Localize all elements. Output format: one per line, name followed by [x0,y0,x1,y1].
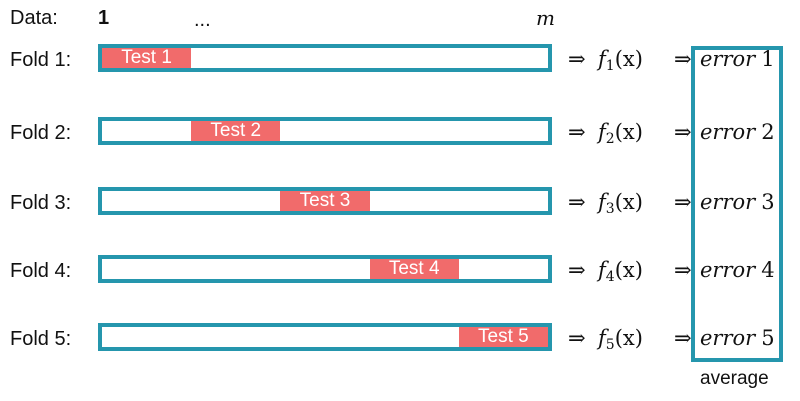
test-segment: Test 1 [102,48,192,68]
data-ellipsis: ... [194,9,211,31]
fold-data-bar: Test 5 [98,323,552,351]
function-argument: (x) [614,120,643,144]
error-word: error [700,190,756,214]
function-subscript: 2 [605,131,615,147]
error-number: 1 [761,47,775,71]
fold-data-bar: Test 2 [98,117,552,145]
test-segment: Test 4 [369,259,459,279]
test-segment: Test 2 [191,121,281,141]
test-segment: Test 5 [458,327,548,347]
fold-data-bar: Test 1 [98,44,552,72]
function-argument: (x) [614,258,643,282]
model-function: f1(x) [598,47,643,74]
fold-label: Fold 1: [10,49,72,71]
fold-label: Fold 5: [10,328,72,350]
implies-arrow: ⇒ [568,326,586,350]
implies-arrow: ⇒ [568,120,586,144]
implies-arrow: ⇒ [674,190,692,214]
error-word: error [700,326,756,350]
model-function: f4(x) [598,258,643,285]
data-end-index: m [536,6,555,30]
error-number: 3 [761,190,775,214]
model-function: f2(x) [598,120,643,147]
errors-group-box [691,46,783,362]
model-function: f3(x) [598,190,643,217]
fold-label: Fold 2: [10,122,72,144]
implies-arrow: ⇒ [568,190,586,214]
function-name: f [598,47,606,71]
function-subscript: 3 [605,201,615,217]
function-argument: (x) [614,326,643,350]
function-argument: (x) [614,47,643,71]
error-word: error [700,120,756,144]
implies-arrow: ⇒ [568,258,586,282]
function-name: f [598,190,606,214]
function-subscript: 4 [605,269,615,285]
data-label: Data: [10,7,58,29]
test-segment: Test 3 [280,191,370,211]
fold-label: Fold 3: [10,192,72,214]
function-subscript: 1 [605,58,615,74]
average-label: average [700,368,769,389]
error-word: error [700,258,756,282]
error-number: 5 [761,326,775,350]
error-word: error [700,47,756,71]
implies-arrow: ⇒ [674,47,692,71]
fold-label: Fold 4: [10,260,72,282]
error-number: 4 [761,258,775,282]
function-name: f [598,326,606,350]
model-function: f5(x) [598,326,643,353]
fold-data-bar: Test 4 [98,255,552,283]
function-name: f [598,120,606,144]
function-argument: (x) [614,190,643,214]
implies-arrow: ⇒ [568,47,586,71]
function-subscript: 5 [605,337,615,353]
function-name: f [598,258,606,282]
data-start-index: 1 [98,7,110,29]
error-number: 2 [761,120,775,144]
implies-arrow: ⇒ [674,120,692,144]
implies-arrow: ⇒ [674,258,692,282]
implies-arrow: ⇒ [674,326,692,350]
fold-data-bar: Test 3 [98,187,552,215]
